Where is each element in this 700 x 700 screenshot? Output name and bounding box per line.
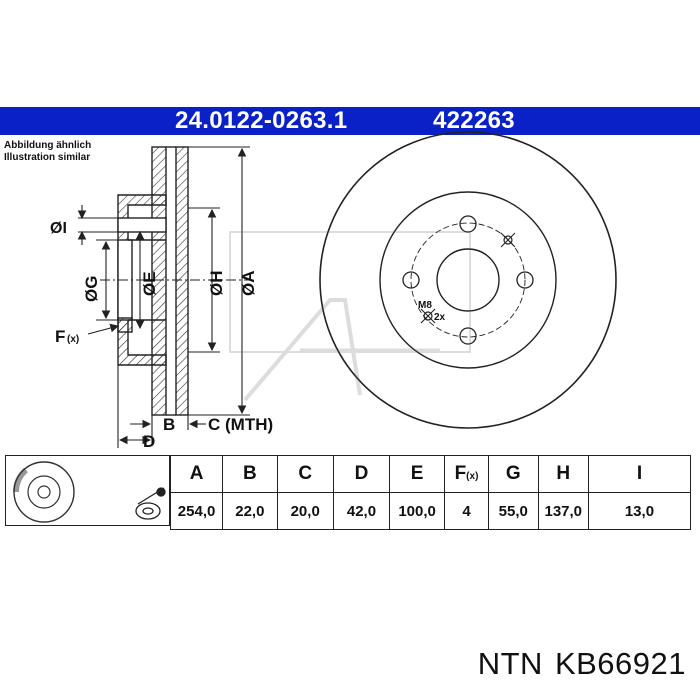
disc-center-bore bbox=[436, 248, 500, 312]
bolt-hole-right bbox=[516, 271, 534, 289]
bolt-hole-bottom bbox=[459, 327, 477, 345]
brand-name: NTN bbox=[477, 646, 543, 681]
value-G: 55,0 bbox=[487, 492, 539, 530]
label-A: ØA bbox=[239, 271, 258, 297]
label-H: ØH bbox=[207, 271, 226, 297]
header-H: H bbox=[537, 455, 589, 493]
bolt-circle bbox=[410, 222, 526, 338]
header-F-letter: F bbox=[454, 463, 467, 484]
bolt-hole-section bbox=[117, 217, 167, 233]
spec-header-row: A B C D E F(x) G H I bbox=[169, 455, 692, 493]
dimension-lines bbox=[77, 146, 250, 448]
label-F: F bbox=[55, 327, 65, 346]
disc-hat-circle bbox=[379, 191, 557, 369]
dimension-labels: ØI ØG ØE ØH ØA F (x) B C (MTH) D bbox=[50, 220, 273, 451]
bolt-labels: M8 2x bbox=[418, 300, 446, 323]
header-E: E bbox=[389, 455, 446, 493]
header-F-sub: (x) bbox=[466, 471, 479, 482]
title-banner: 24.0122-0263.1 422263 bbox=[0, 107, 700, 135]
illustration-note: Abbildung ähnlich Illustration similar bbox=[4, 140, 91, 164]
label-I: ØI bbox=[50, 220, 67, 237]
bolt-count-label: 2x bbox=[434, 312, 446, 323]
note-english: Illustration similar bbox=[4, 152, 91, 163]
header-I: I bbox=[587, 455, 692, 493]
thread-hole-2 bbox=[423, 311, 433, 321]
value-H: 137,0 bbox=[537, 492, 589, 530]
mounting-screw-icon bbox=[135, 487, 166, 520]
value-C: 20,0 bbox=[276, 492, 334, 530]
header-G: G bbox=[487, 455, 539, 493]
value-B: 22,0 bbox=[222, 492, 278, 530]
technical-drawing: ØI ØG ØE ØH ØA F (x) B C (MTH) D M8 2x bbox=[50, 131, 617, 451]
header-D: D bbox=[332, 455, 391, 493]
value-I: 13,0 bbox=[587, 492, 692, 530]
disc-cross-section bbox=[117, 146, 189, 416]
label-G: ØG bbox=[82, 276, 101, 302]
outer-ring-left bbox=[151, 146, 167, 416]
alt-number: 422263 bbox=[433, 107, 515, 134]
bolt-hole-left bbox=[402, 271, 420, 289]
label-E: ØE bbox=[140, 271, 159, 296]
thumbnail-box bbox=[5, 455, 170, 526]
disc-front-view bbox=[319, 131, 617, 429]
header-C: C bbox=[276, 455, 334, 493]
value-A: 254,0 bbox=[169, 492, 224, 530]
value-E: 100,0 bbox=[389, 492, 446, 530]
bolt-size-label: M8 bbox=[418, 300, 432, 311]
header-B: B bbox=[222, 455, 278, 493]
label-F-sub: (x) bbox=[67, 334, 79, 345]
bolt-hole-top bbox=[459, 215, 477, 233]
header-F: F(x) bbox=[444, 455, 489, 493]
thread-hole-1 bbox=[503, 235, 513, 245]
label-C: C (MTH) bbox=[208, 415, 273, 434]
disc-thumbnail bbox=[13, 461, 166, 523]
spec-table: A B C D E F(x) G H I 254,0 22,0 20,0 42,… bbox=[169, 455, 692, 530]
watermark-logo bbox=[229, 231, 471, 402]
disc-outer-circle bbox=[319, 131, 617, 429]
value-F: 4 bbox=[444, 492, 489, 530]
product-code: KB66921 bbox=[554, 646, 686, 681]
note-german: Abbildung ähnlich bbox=[4, 140, 92, 151]
label-B: B bbox=[163, 415, 175, 434]
brand-footer: NTN KB66921 bbox=[478, 646, 686, 682]
spec-table-area: A B C D E F(x) G H I 254,0 22,0 20,0 42,… bbox=[5, 455, 692, 530]
label-D: D bbox=[143, 432, 155, 451]
spec-value-row: 254,0 22,0 20,0 42,0 100,0 4 55,0 137,0 … bbox=[169, 492, 692, 530]
part-number: 24.0122-0263.1 bbox=[175, 107, 348, 134]
value-D: 42,0 bbox=[332, 492, 391, 530]
header-A: A bbox=[169, 455, 224, 493]
outer-ring-right bbox=[175, 146, 189, 416]
